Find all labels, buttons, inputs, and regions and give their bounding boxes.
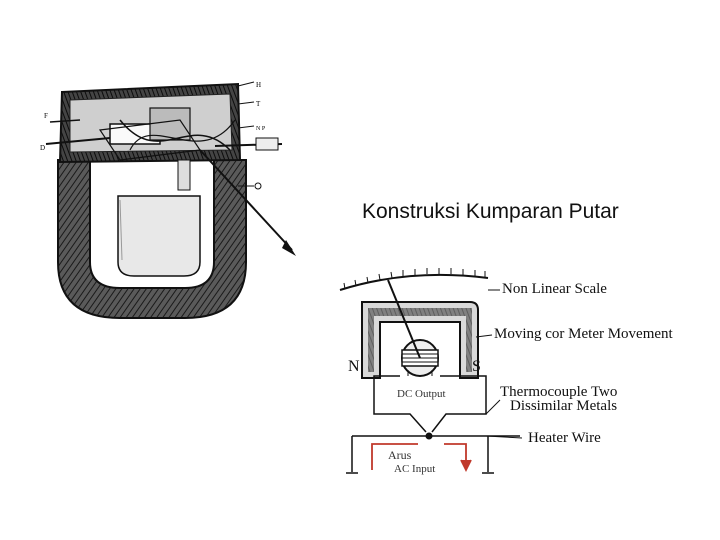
slide-title: Konstruksi Kumparan Putar: [362, 200, 619, 223]
svg-text:T: T: [256, 100, 261, 108]
moving-coil-label: Moving cor Meter Movement: [494, 326, 673, 342]
dc-output-label: DC Output: [397, 388, 446, 400]
thermocouple-label-line1: Thermocouple Two: [500, 384, 618, 400]
south-pole-label: S: [472, 358, 481, 375]
meter-magnet-frame: [361, 301, 479, 379]
svg-text:D: D: [40, 144, 45, 152]
non-linear-scale-label: Non Linear Scale: [502, 281, 607, 297]
north-pole-label: N: [348, 358, 360, 375]
heater-wire-label: Heater Wire: [528, 430, 601, 446]
horseshoe-magnet: H T N P F D: [40, 81, 296, 319]
ac-input-label: AC Input: [394, 463, 436, 475]
thermocouple-label-line2: Dissimilar Metals: [510, 398, 618, 414]
arus-label: Arus: [388, 448, 412, 462]
svg-text:N P: N P: [256, 126, 266, 132]
meter-scale-arc: [339, 273, 489, 291]
meter-pointer: [387, 279, 421, 359]
scale-ticks: [343, 268, 486, 290]
current-flow-arrows: [371, 443, 472, 473]
svg-text:H: H: [256, 81, 261, 89]
svg-text:F: F: [44, 112, 48, 120]
thermocouple-diagram: [339, 268, 523, 474]
